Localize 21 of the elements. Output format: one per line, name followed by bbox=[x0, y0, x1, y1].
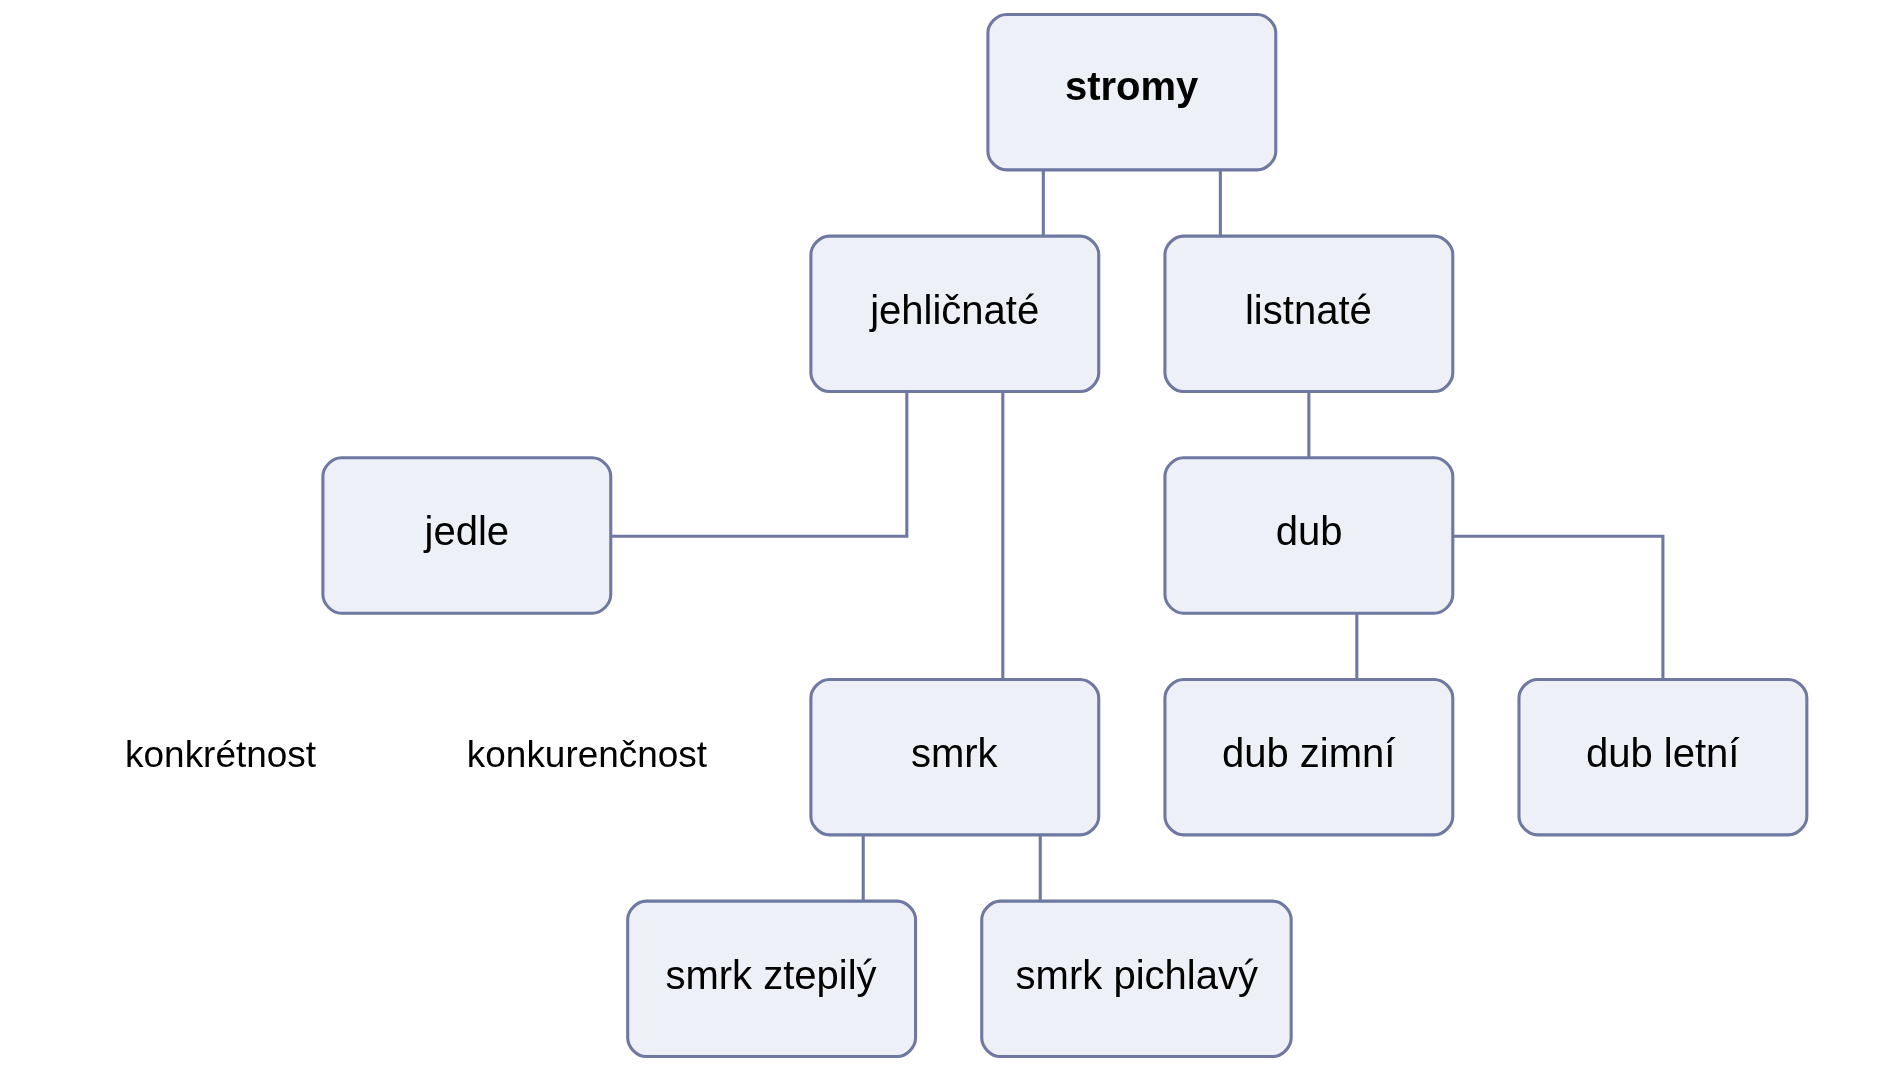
node-box: smrk ztepilý bbox=[626, 899, 918, 1059]
node-box: listnaté bbox=[1163, 234, 1455, 394]
node-box: jehličnaté bbox=[809, 234, 1101, 394]
node-box: dub letní bbox=[1517, 677, 1809, 837]
node-box: smrk bbox=[809, 677, 1101, 837]
connector bbox=[1355, 613, 1359, 679]
node-box: dub zimní bbox=[1163, 677, 1455, 837]
label: konkurenčnost bbox=[466, 733, 708, 775]
node-box: stromy bbox=[986, 12, 1278, 172]
node-box: jedle bbox=[321, 456, 613, 615]
connector bbox=[1218, 170, 1222, 236]
connector bbox=[861, 835, 865, 901]
connector bbox=[1038, 835, 1042, 901]
connector bbox=[1001, 392, 1005, 679]
node-box: smrk pichlavý bbox=[980, 899, 1293, 1059]
connector bbox=[1307, 392, 1311, 458]
node-box: dub bbox=[1163, 456, 1455, 615]
label: konkrétnost bbox=[125, 733, 317, 775]
connector bbox=[1041, 170, 1045, 236]
connector bbox=[1452, 534, 1665, 680]
connector bbox=[610, 391, 909, 538]
